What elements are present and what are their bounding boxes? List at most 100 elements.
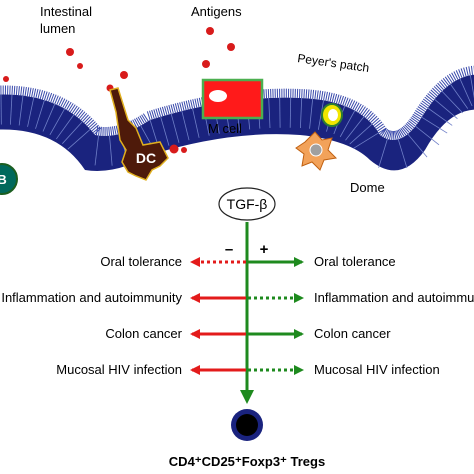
microvillus xyxy=(333,93,338,103)
microvillus xyxy=(458,69,463,78)
cell-boundary xyxy=(415,125,440,146)
microvillus xyxy=(393,130,397,140)
b-cell: B xyxy=(0,163,18,195)
microvillus xyxy=(415,110,424,116)
microvillus xyxy=(66,101,72,111)
microvillus xyxy=(174,103,179,113)
cell-boundary xyxy=(378,138,388,168)
microvillus xyxy=(356,103,362,112)
cell-boundary xyxy=(49,108,66,136)
microvillus xyxy=(88,121,96,129)
microvillus xyxy=(22,86,25,96)
microvillus xyxy=(389,130,392,140)
microvillus xyxy=(365,110,372,119)
microvillus xyxy=(26,87,30,97)
microvillus xyxy=(92,126,101,134)
microvillus xyxy=(159,107,164,117)
microvillus xyxy=(41,90,46,100)
microvillus xyxy=(31,88,34,98)
microvillus xyxy=(335,94,340,104)
microvillus xyxy=(60,98,66,107)
microvillus xyxy=(113,126,117,136)
microvillus xyxy=(177,102,181,112)
microvillus xyxy=(344,97,349,107)
intestinal-lumen-label-2: lumen xyxy=(40,21,75,36)
microvillus xyxy=(58,97,64,106)
microvillus xyxy=(453,71,459,80)
microvillus xyxy=(433,86,441,94)
patch-cell-nucleus xyxy=(328,109,338,121)
microvillus xyxy=(404,124,412,132)
tregs-label: CD4⁺CD25⁺Foxp3⁺ Tregs xyxy=(169,454,325,469)
microvillus xyxy=(374,121,383,128)
microvillus xyxy=(352,101,358,110)
microvillus xyxy=(157,108,162,117)
microvillus xyxy=(305,89,308,99)
microvillus xyxy=(179,102,183,112)
microvillus xyxy=(64,100,70,109)
microvillus xyxy=(425,94,434,102)
antigen-dot xyxy=(202,60,210,68)
microvillus xyxy=(20,86,23,96)
microvillus xyxy=(108,126,111,136)
epithelial-cells xyxy=(0,75,474,169)
microvillus xyxy=(428,91,437,98)
microvillus xyxy=(24,86,27,96)
microvillus xyxy=(132,119,138,128)
microvillus xyxy=(329,92,333,102)
microvillus xyxy=(56,96,61,106)
effect-right-label: Colon cancer xyxy=(314,326,391,341)
intestinal-lumen-label-1: Intestinal xyxy=(40,4,92,19)
minus-sign: – xyxy=(225,241,233,258)
microvillus xyxy=(185,100,189,110)
cell-boundary xyxy=(268,98,271,129)
microvillus xyxy=(153,109,157,119)
cell-boundary xyxy=(109,135,113,166)
microvillus xyxy=(422,98,431,105)
microvillus xyxy=(307,89,310,99)
microvillus xyxy=(137,116,144,125)
cell-boundary xyxy=(469,75,474,99)
microvillus xyxy=(110,126,113,136)
dome-cell xyxy=(295,131,338,171)
microvillus xyxy=(73,107,80,115)
cell-boundary xyxy=(427,107,453,126)
microvillus xyxy=(379,127,387,136)
cell-boundary xyxy=(339,110,356,138)
cell-boundary xyxy=(94,135,99,166)
microvillus xyxy=(323,91,326,101)
cell-boundary xyxy=(67,129,91,150)
microvillus xyxy=(190,99,194,109)
microvillus xyxy=(424,96,433,104)
microvillus xyxy=(314,90,317,100)
microvillus xyxy=(115,125,119,135)
microvillus xyxy=(111,126,115,136)
m-cell-nucleus xyxy=(209,90,227,102)
microvillus xyxy=(403,125,410,133)
plus-sign: + xyxy=(260,241,269,258)
microvillus xyxy=(427,93,435,100)
microvillus xyxy=(392,130,395,141)
cell-boundary xyxy=(459,78,473,107)
microvillus xyxy=(432,87,440,95)
microvillus xyxy=(363,109,370,117)
microvillus xyxy=(135,117,142,126)
microvillus xyxy=(78,111,86,119)
microvillus xyxy=(139,115,145,124)
microvillus xyxy=(50,93,55,103)
cell-boundary xyxy=(434,98,458,119)
microvillus xyxy=(448,73,455,82)
cell-boundary xyxy=(192,108,200,138)
antigen-dot xyxy=(169,144,179,154)
antigen-dot xyxy=(66,48,74,56)
microvillus xyxy=(386,130,391,140)
microvillus xyxy=(366,112,374,120)
cell-boundary xyxy=(10,94,13,125)
microvillus xyxy=(62,99,68,108)
microvillus xyxy=(446,75,453,84)
cell-boundary xyxy=(62,121,83,144)
microvillus xyxy=(382,129,389,138)
